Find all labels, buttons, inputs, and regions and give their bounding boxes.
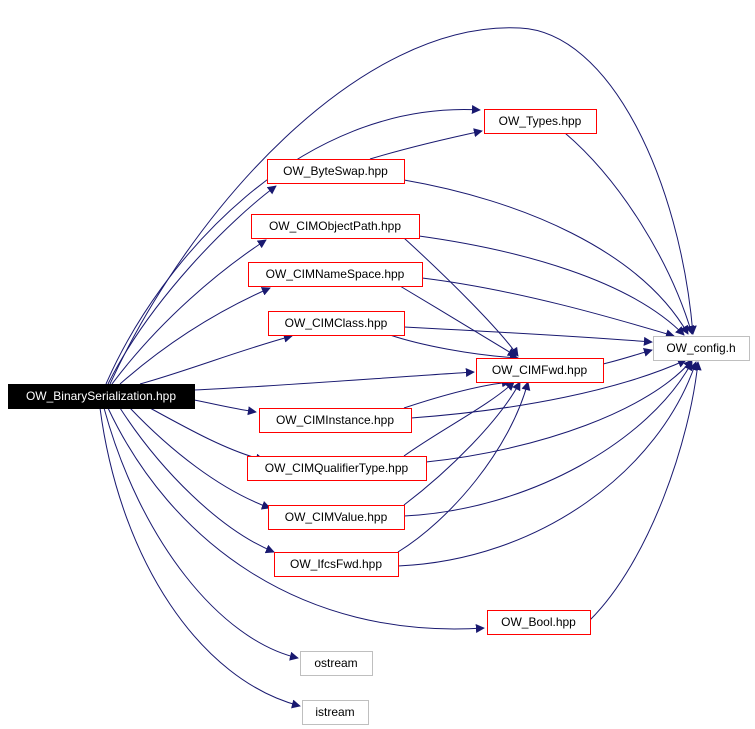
edge-root-to-objpath xyxy=(111,239,267,385)
edge-class-to-fwd xyxy=(389,334,519,362)
edge-byteswap-to-types xyxy=(369,128,483,160)
edge-root-to-byteswap xyxy=(107,185,277,385)
node-box xyxy=(302,700,369,725)
node-box xyxy=(268,311,405,336)
node-box xyxy=(267,159,405,184)
edge-qual-to-fwd xyxy=(403,381,515,457)
edge-ifcs-to-fwd xyxy=(397,381,531,553)
node-label: OW_CIMInstance.hpp xyxy=(276,413,394,427)
node-label: ostream xyxy=(314,656,357,670)
node-box xyxy=(476,358,604,383)
edge-root-to-types xyxy=(105,105,481,385)
node-value[interactable]: OW_CIMValue.hpp xyxy=(268,505,405,530)
node-label: OW_ByteSwap.hpp xyxy=(283,164,388,178)
edge-root-to-ifcs xyxy=(119,407,275,554)
edge-root-to-ns xyxy=(119,287,271,385)
edge-objpath-to-fwd xyxy=(403,237,519,357)
edge-root-to-qual xyxy=(149,407,265,463)
node-class[interactable]: OW_CIMClass.hpp xyxy=(268,311,405,336)
node-label: OW_IfcsFwd.hpp xyxy=(290,557,382,571)
node-ns[interactable]: OW_CIMNameSpace.hpp xyxy=(248,262,423,287)
node-ifcs[interactable]: OW_IfcsFwd.hpp xyxy=(274,552,399,577)
node-label: OW_Types.hpp xyxy=(499,114,582,128)
edges xyxy=(99,27,702,709)
edge-ns-to-config xyxy=(421,277,675,339)
edge-byteswap-to-config xyxy=(403,179,689,335)
edge-types-to-config xyxy=(564,132,695,335)
nodes: OW_BinarySerialization.hpp OW_Types.hppOW… xyxy=(8,109,750,725)
node-label: OW_CIMNameSpace.hpp xyxy=(266,267,405,281)
node-box xyxy=(251,214,420,239)
node-inst[interactable]: OW_CIMInstance.hpp xyxy=(259,408,412,433)
node-types[interactable]: OW_Types.hpp xyxy=(484,109,597,134)
node-label: OW_Bool.hpp xyxy=(501,615,576,629)
edge-ns-to-fwd xyxy=(399,285,517,357)
node-label: OW_CIMValue.hpp xyxy=(285,510,388,524)
node-bool[interactable]: OW_Bool.hpp xyxy=(487,610,591,635)
node-box xyxy=(247,456,427,481)
node-root[interactable]: OW_BinarySerialization.hpp xyxy=(8,384,195,409)
edge-value-to-config xyxy=(403,361,693,517)
node-config[interactable]: OW_config.h xyxy=(653,336,750,361)
node-fwd[interactable]: OW_CIMFwd.hpp xyxy=(476,358,604,383)
node-box xyxy=(274,552,399,577)
edge-root-to-ostream xyxy=(103,407,299,661)
edge-root-to-fwd xyxy=(193,368,475,391)
node-box xyxy=(484,109,597,134)
edge-inst-to-fwd xyxy=(403,378,511,409)
node-istream[interactable]: istream xyxy=(302,700,369,725)
node-ostream[interactable]: ostream xyxy=(300,651,373,676)
edge-ifcs-to-config xyxy=(397,361,698,567)
node-box xyxy=(248,262,423,287)
node-box xyxy=(268,505,405,530)
edge-root-to-istream xyxy=(99,407,301,709)
edge-value-to-fwd xyxy=(403,381,521,506)
node-box xyxy=(300,651,373,676)
node-label: OW_CIMFwd.hpp xyxy=(492,363,588,377)
node-label: OW_CIMQualifierType.hpp xyxy=(265,461,409,475)
edge-root-to-value xyxy=(129,407,271,510)
node-box xyxy=(487,610,591,635)
edge-root-to-inst xyxy=(193,399,257,416)
edge-root-to-class xyxy=(139,333,293,385)
node-label: OW_CIMClass.hpp xyxy=(285,316,388,330)
edge-objpath-to-config xyxy=(418,235,685,336)
edge-inst-to-config xyxy=(410,359,687,419)
edge-class-to-config xyxy=(403,326,653,346)
node-label: istream xyxy=(315,705,354,719)
node-box xyxy=(8,384,195,409)
edge-root-to-config xyxy=(109,27,697,385)
node-label: OW_CIMObjectPath.hpp xyxy=(269,219,401,233)
edge-root-to-bool xyxy=(107,407,485,634)
node-box xyxy=(259,408,412,433)
node-byteswap[interactable]: OW_ByteSwap.hpp xyxy=(267,159,405,184)
node-box xyxy=(653,336,750,361)
edge-qual-to-config xyxy=(425,359,693,463)
node-objpath[interactable]: OW_CIMObjectPath.hpp xyxy=(251,214,420,239)
node-label: OW_config.h xyxy=(666,341,735,355)
node-qual[interactable]: OW_CIMQualifierType.hpp xyxy=(247,456,427,481)
edge-fwd-to-config xyxy=(602,347,653,365)
edge-bool-to-config xyxy=(589,361,702,621)
node-label: OW_BinarySerialization.hpp xyxy=(26,389,176,403)
